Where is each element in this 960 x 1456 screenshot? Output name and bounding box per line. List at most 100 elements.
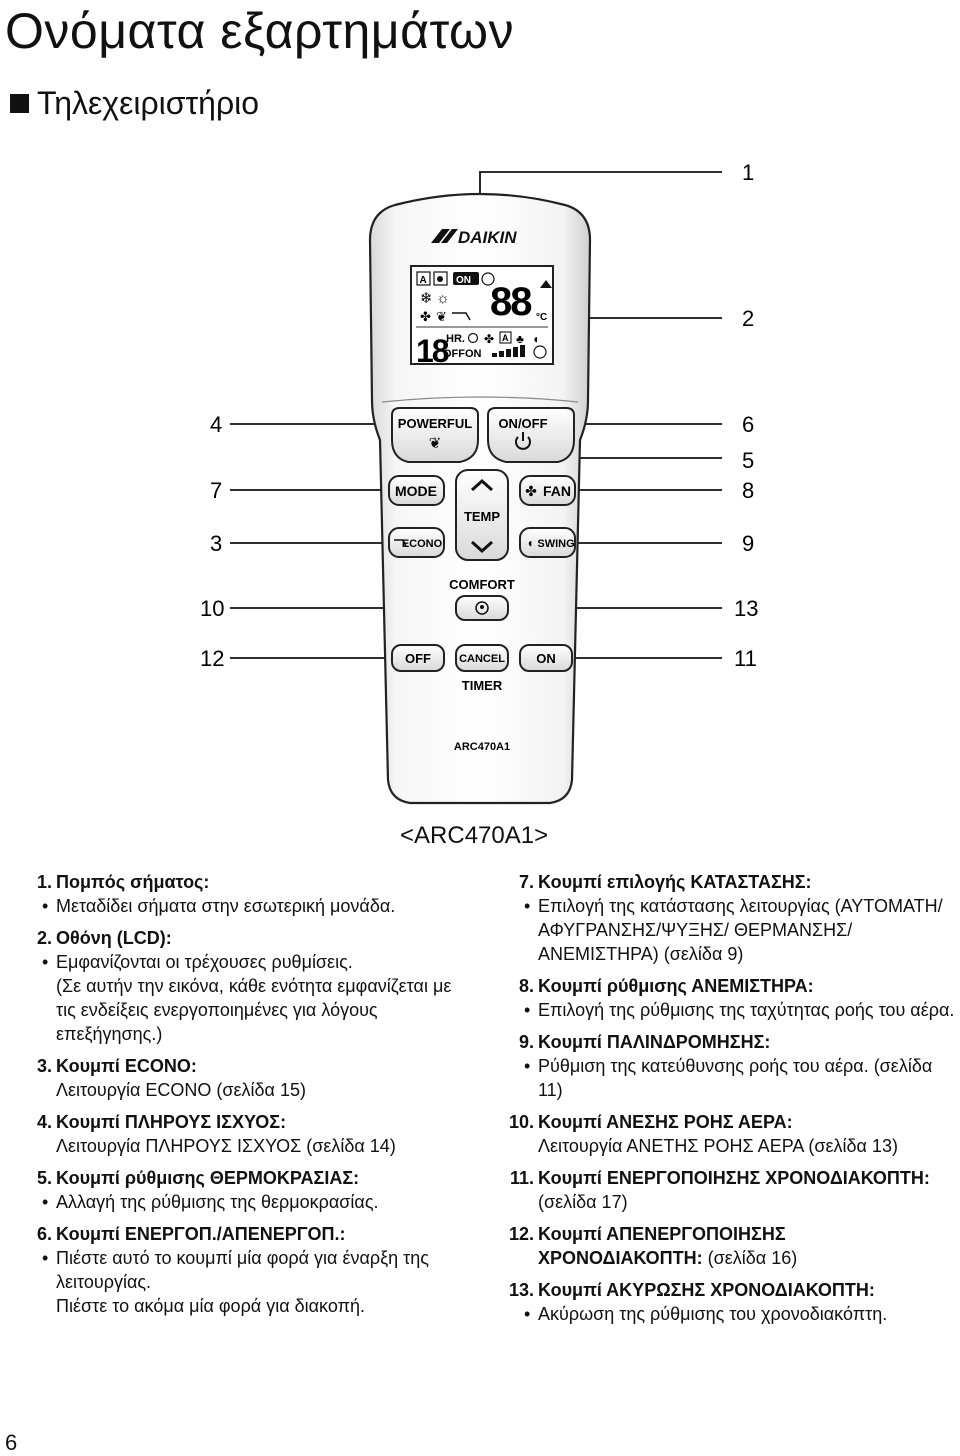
callout-1: 1 [742,160,754,185]
description-number: 3. [36,1056,52,1076]
bullet-icon: • [42,952,49,972]
description-line: Λειτουργία ΑΝΕΤΗΣ ΡΟΗΣ ΑΕΡΑ (σελίδα 13) [500,1134,955,1158]
timer-cancel-button[interactable]: CANCEL [455,644,509,672]
temp-up-indicator-icon [540,280,552,288]
swing-button[interactable]: ◖ SWING [519,527,576,558]
callout-8: 8 [742,478,754,503]
description-line: Πιέστε το ακόμα μία φορά για διακοπή. [18,1294,473,1318]
description-title-row: 3.Κουμπί ECONO: [18,1054,473,1078]
mode-button-label: MODE [395,483,437,499]
description-number: 1. [36,872,52,892]
description-line: •Μεταδίδει σήματα στην εσωτερική μονάδα. [18,894,473,918]
powerful-icon: ❦ [429,435,442,452]
description-title-row: 2.Οθόνη (LCD): [18,926,473,950]
description-text: Ρύθμιση της κατεύθυνσης ροής του αέρα. (… [538,1056,933,1100]
description-title: Πομπός σήματος: [56,870,209,894]
lcd-auto-badge: A [420,275,427,286]
description-number: 13. [508,1280,534,1300]
description-line: • Εμφανίζονται οι τρέχουσες ρυθμίσεις. [18,950,473,974]
descriptions-left: 1.Πομπός σήματος:•Μεταδίδει σήματα στην … [18,870,473,1326]
description-title-text: Κουμπί ECONO: [56,1056,197,1076]
lcd-temp-digits: 88 [490,280,532,324]
description-text: Ακύρωση της ρύθμισης του χρονοδιακόπτη. [538,1304,888,1324]
comfort-label: COMFORT [449,577,515,592]
callout-2: 2 [742,306,754,331]
heat-icon: ☼ [436,290,450,307]
cool-icon: ❄ [420,290,433,307]
description-number: 8. [518,976,534,996]
description-title-text: Κουμπί ΕΝΕΡΓΟΠ./ΑΠΕΝΕΡΓΟΠ.: [56,1224,346,1244]
silent-icon: ♣ [516,332,524,346]
mode-button[interactable]: MODE [388,475,445,506]
description-title-row: 10.Κουμπί ΑΝΕΣΗΣ ΡΟΗΣ ΑΕΡΑ: [500,1110,955,1134]
daikin-logo-icon [431,229,450,243]
fan-button[interactable]: ✤ FAN [519,475,576,506]
fan-bar-3 [506,349,511,357]
econo-icon [452,312,471,321]
bullet-icon: • [524,1000,531,1020]
description-line: Λειτουργία ECONO (σελίδα 15) [18,1078,473,1102]
description-item: 9.Κουμπί ΠΑΛΙΝΔΡΟΜΗΣΗΣ: • Ρύθμιση της κατε… [500,1030,955,1102]
description-line: • Επιλογή της κατάστασης λειτουργίας (ΑΥΤ… [500,894,955,966]
description-title-row: 1.Πομπός σήματος: [18,870,473,894]
square-bullet-icon [10,94,29,113]
description-item: 6.Κουμπί ΕΝΕΡΓΟΠ./ΑΠΕΝΕΡΓΟΠ.:•Πιέστε αυτ… [18,1222,473,1318]
callout-6: 6 [742,412,754,437]
temp-up-icon[interactable] [470,478,494,492]
description-text: Εμφανίζονται οι τρέχουσες ρυθμίσεις. [56,952,353,972]
description-text: Αλλαγή της ρύθμισης της θερμοκρασίας. [56,1192,379,1212]
description-title-text: Κουμπί ΠΛΗΡΟΥΣ ΙΣΧΥΟΣ: [56,1112,287,1132]
description-line: •Αλλαγή της ρύθμισης της θερμοκρασίας. [18,1190,473,1214]
description-title-row: 11.Κουμπί ΕΝΕΡΓΟΠΟΙΗΣΗΣ ΧΡΟΝΟΔΙΑΚΟΠΤΗ: (… [500,1166,955,1214]
onoff-button[interactable]: ON/OFF [487,407,575,463]
description-text: Επιλογή της κατάστασης λειτουργίας (ΑΥΤΟ… [538,896,943,964]
description-number: 6. [36,1224,52,1244]
temp-button[interactable]: TEMP [455,469,509,561]
temp-down-icon[interactable] [470,540,494,554]
powerful-button[interactable]: POWERFUL ❦ [391,407,479,463]
fan-bar-4 [513,347,518,357]
econo-button[interactable]: ECONO [388,527,445,558]
description-title-text: Πομπός σήματος: [56,872,210,892]
timer-label: TIMER [462,678,503,693]
fan-mode-icon: ✤ [420,309,431,324]
description-item: 5.Κουμπί ρύθμισης ΘΕΡΜΟΚΡΑΣΙΑΣ:•Αλλαγή τ… [18,1166,473,1214]
description-title: Κουμπί ECONO: [56,1054,197,1078]
timer-off-button[interactable]: OFF [391,644,445,672]
bullet-icon: • [42,1248,49,1268]
description-title-row: 6.Κουμπί ΕΝΕΡΓΟΠ./ΑΠΕΝΕΡΓΟΠ.: [18,1222,473,1246]
bullet-icon: • [42,896,49,916]
powerful-button-label: POWERFUL [398,416,472,431]
description-item: 4.Κουμπί ΠΛΗΡΟΥΣ ΙΣΧΥΟΣ:Λειτουργία ΠΛΗΡΟ… [18,1110,473,1158]
lcd-hr-label: HR. [446,333,465,345]
callout-10: 10 [200,596,224,621]
description-number: 9. [518,1032,534,1052]
bullet-icon: • [524,1056,531,1076]
description-title-text: Κουμπί ΑΠΕΝΕΡΓΟΠΟΙΗΣΗΣ ΧΡΟΝΟΔΙΑΚΟΠΤΗ: [538,1224,786,1268]
fan-icon: ✤ [525,483,537,499]
description-item: 12.Κουμπί ΑΠΕΝΕΡΓΟΠΟΙΗΣΗΣ ΧΡΟΝΟΔΙΑΚΟΠΤΗ:… [500,1222,955,1270]
swing-button-label: SWING [537,538,574,550]
description-title: Κουμπί ΕΝΕΡΓΟΠ./ΑΠΕΝΕΡΓΟΠ.: [56,1222,346,1246]
lcd-unit: °C [536,312,547,323]
timer-on-button[interactable]: ON [519,644,573,672]
bullet-icon: • [524,896,531,916]
description-title-row: 12.Κουμπί ΑΠΕΝΕΡΓΟΠΟΙΗΣΗΣ ΧΡΟΝΟΔΙΑΚΟΠΤΗ:… [500,1222,955,1270]
timer-cancel-button-label: CANCEL [459,653,505,665]
comfort-icon [475,601,489,615]
description-title: Κουμπί ρύθμισης ΑΝΕΜΙΣΤΗΡΑ: [538,974,814,998]
timer-off-button-label: OFF [405,651,431,666]
description-item: 8.Κουμπί ρύθμισης ΑΝΕΜΙΣΤΗΡΑ:•Επιλογή τη… [500,974,955,1022]
econo-icon [394,539,407,547]
description-title-text: Κουμπί ΠΑΛΙΝΔΡΟΜΗΣΗΣ: [538,1032,771,1052]
description-title-row: 8.Κουμπί ρύθμισης ΑΝΕΜΙΣΤΗΡΑ: [500,974,955,998]
description-item: 7.Κουμπί επιλογής ΚΑΤΑΣΤΑΣΗΣ:•Επιλογή τη… [500,870,955,966]
description-text: Πιέστε αυτό το κουμπί μία φορά για έναρξ… [56,1248,429,1292]
swing-icon: ◖ [526,536,533,550]
comfort-button[interactable] [455,595,509,621]
diagram-caption: <ARC470A1> [400,822,549,849]
description-title-text: Κουμπί επιλογής ΚΑΤΑΣΤΑΣΗΣ: [538,872,812,892]
description-text: Πιέστε το ακόμα μία φορά για διακοπή. [56,1296,366,1316]
powerful-icon: ❦ [436,309,447,324]
swing-icon-lcd: ◖ [532,332,539,346]
